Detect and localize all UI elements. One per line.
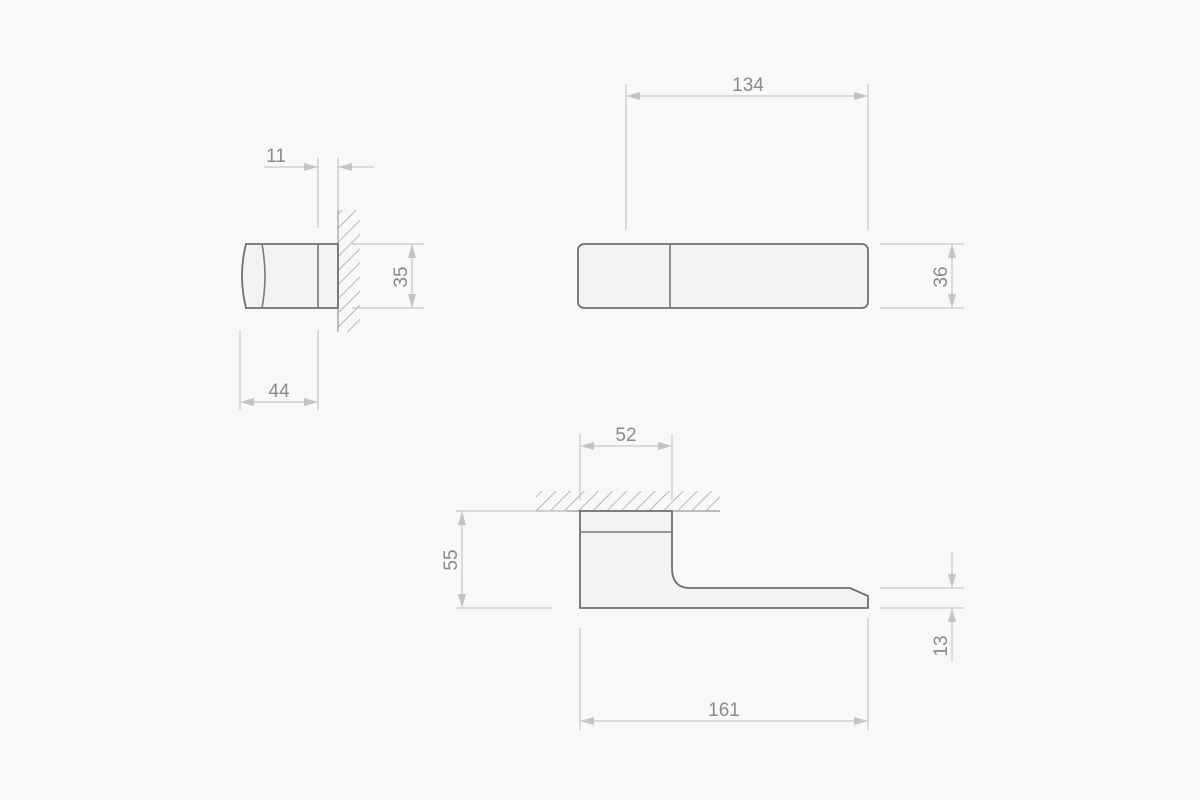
side-handle-curve (261, 243, 266, 309)
arrow-13a (948, 574, 956, 588)
arrow-134b (854, 92, 868, 100)
arrow-35b (408, 294, 416, 308)
top-view: 134 36 (577, 75, 964, 309)
dim-label-11: 11 (266, 146, 286, 167)
side-handle-body (241, 243, 339, 309)
dim-label-161: 161 (708, 700, 740, 721)
dim-label-52: 52 (615, 425, 636, 446)
dim-label-55: 55 (441, 549, 462, 570)
arrow-55a (458, 511, 466, 525)
dim-label-13: 13 (931, 635, 952, 656)
arrow-52b (658, 442, 672, 450)
front-handle-body (579, 510, 869, 609)
dim-label-36: 36 (931, 266, 952, 287)
arrow-44a (240, 398, 254, 406)
arrow-36b (948, 294, 956, 308)
arrow-36a (948, 244, 956, 258)
arrow-13b (948, 608, 956, 622)
arrow-11a (304, 163, 318, 171)
side-view: 11 35 44 (239, 146, 424, 410)
dim-label-35: 35 (391, 266, 412, 287)
dim-label-134: 134 (732, 75, 764, 96)
arrow-11b (338, 163, 352, 171)
wall-hatch-side (338, 210, 360, 332)
arrow-44b (304, 398, 318, 406)
arrow-161b (854, 717, 868, 725)
arrow-35a (408, 244, 416, 258)
arrow-52a (580, 442, 594, 450)
top-handle-body (577, 243, 869, 309)
wall-hatch-front (536, 491, 720, 511)
arrow-161a (580, 717, 594, 725)
front-view: 52 55 13 161 (441, 425, 964, 730)
arrow-134a (626, 92, 640, 100)
dim-label-44: 44 (268, 381, 290, 402)
arrow-55b (458, 594, 466, 608)
